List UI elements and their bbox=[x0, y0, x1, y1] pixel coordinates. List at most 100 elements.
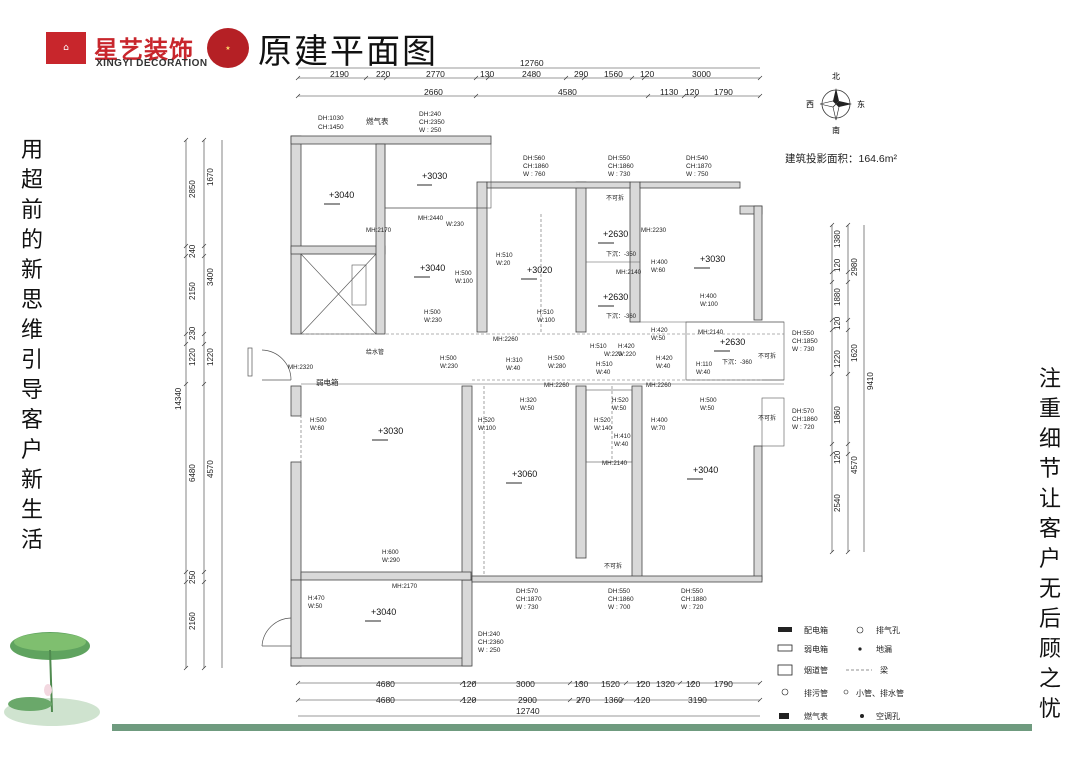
dimension-tick bbox=[183, 569, 189, 575]
dim-right: 120 bbox=[833, 316, 842, 330]
flue-icon bbox=[777, 664, 793, 676]
dimension-tick bbox=[829, 549, 835, 555]
not-removable-label: 不可拆 bbox=[604, 562, 622, 570]
dim-left2: 3400 bbox=[206, 268, 215, 286]
svg-text:烟道管: 烟道管 bbox=[804, 665, 828, 675]
dim-left2: 1220 bbox=[206, 348, 215, 366]
dim-top2: 4580 bbox=[558, 87, 577, 97]
dimension-tick bbox=[757, 75, 763, 81]
dimension-tick bbox=[567, 680, 573, 686]
dim-bottom: 120 bbox=[636, 679, 650, 689]
dim-left: 6480 bbox=[188, 464, 197, 482]
dimension-tick bbox=[183, 243, 189, 249]
window-dh: DH:550 bbox=[608, 155, 630, 162]
svg-text:W:230: W:230 bbox=[424, 317, 442, 324]
dim-top: 220 bbox=[376, 69, 390, 79]
svg-text:H:510: H:510 bbox=[596, 361, 613, 368]
svg-text:H:500: H:500 bbox=[700, 397, 717, 404]
compass-icon: 北 南 西 东 bbox=[806, 72, 865, 135]
not-removable-label: 不可拆 bbox=[606, 194, 624, 202]
dimension-tick bbox=[757, 680, 763, 686]
dim-top-total: 12760 bbox=[520, 58, 544, 68]
dimension-tick bbox=[201, 665, 207, 671]
svg-text:排污管: 排污管 bbox=[804, 688, 828, 698]
dimension-tick bbox=[295, 93, 301, 99]
compass-north: 北 bbox=[832, 72, 840, 81]
dim-bottom: 3000 bbox=[516, 679, 535, 689]
svg-text:W:100: W:100 bbox=[478, 425, 496, 432]
dimension-tick bbox=[201, 381, 207, 387]
svg-text:W:40: W:40 bbox=[506, 365, 521, 372]
dimension-tick bbox=[473, 93, 479, 99]
compass-south: 南 bbox=[832, 125, 840, 135]
svg-text:W:40: W:40 bbox=[696, 369, 711, 376]
area-label: 建筑投影面积：164.6m² bbox=[785, 153, 898, 165]
window-ch: CH:1860 bbox=[608, 163, 634, 170]
right-slogan: 注重细节让客户无后顾之忧 bbox=[1038, 367, 1061, 722]
window-dh: DH:550 bbox=[792, 330, 814, 337]
dim-right2: 4570 bbox=[850, 456, 859, 474]
dimension-tick bbox=[383, 75, 389, 81]
svg-text:空调孔: 空调孔 bbox=[876, 711, 900, 721]
svg-text:W:50: W:50 bbox=[520, 405, 535, 412]
dimension-tick bbox=[845, 371, 851, 377]
svg-text:W:100: W:100 bbox=[537, 317, 555, 324]
beams bbox=[300, 214, 784, 576]
dimension-tick bbox=[201, 331, 207, 337]
dimension-tick bbox=[829, 269, 835, 275]
floor-drain-icon bbox=[858, 647, 862, 651]
dimension-tick bbox=[577, 680, 583, 686]
dimension-tick bbox=[471, 697, 477, 703]
walls bbox=[290, 135, 763, 667]
dimension-tick bbox=[629, 75, 635, 81]
svg-text:梁: 梁 bbox=[880, 666, 888, 675]
dim-top: 3000 bbox=[692, 69, 711, 79]
dim-right2: 2980 bbox=[850, 258, 859, 276]
svg-text:排气孔: 排气孔 bbox=[876, 625, 900, 635]
dimension-tick bbox=[757, 697, 763, 703]
drop-label: 下沉：-350 bbox=[606, 250, 637, 258]
dimension-tick bbox=[183, 665, 189, 671]
distribution-box-icon bbox=[778, 627, 792, 632]
svg-text:W:70: W:70 bbox=[651, 425, 666, 432]
left-slogan: 用超前的新思维引导客户新生活 bbox=[20, 138, 43, 553]
level-label: +3060 bbox=[512, 469, 537, 479]
dimension-tick bbox=[201, 579, 207, 585]
dimension-tick bbox=[183, 137, 189, 143]
award-seal-icon: ★ bbox=[207, 28, 249, 68]
drop-label: 下沉：-360 bbox=[606, 312, 637, 320]
ac-hole-icon bbox=[860, 714, 864, 718]
exhaust-hole-icon bbox=[856, 626, 864, 634]
dimension-tick bbox=[295, 680, 301, 686]
dim-right: 1880 bbox=[833, 288, 842, 306]
dimension-tick bbox=[689, 680, 695, 686]
dimension-tick bbox=[829, 451, 835, 457]
dim-right2: 1620 bbox=[850, 344, 859, 362]
dim-left: 2160 bbox=[188, 612, 197, 630]
right-dimensions: 1380 120 1880 120 1220 1860 120 2540 298… bbox=[833, 230, 875, 512]
drop-label: 下沉：-360 bbox=[722, 358, 753, 366]
dim-left: 240 bbox=[188, 244, 197, 258]
dim-bottom2: 120 bbox=[636, 695, 650, 705]
gas-meter-icon bbox=[779, 713, 789, 719]
window-ch: CH:1880 bbox=[681, 596, 707, 603]
dim-right: 2540 bbox=[833, 494, 842, 512]
dim-left2: 1670 bbox=[206, 168, 215, 186]
svg-text:H:520: H:520 bbox=[594, 417, 611, 424]
window-w: W : 760 bbox=[523, 171, 546, 178]
lotus-decoration bbox=[4, 632, 100, 726]
svg-text:H:520: H:520 bbox=[612, 397, 629, 404]
top-dimensions: 12760 2190 220 2770 130 2480 290 1560 12… bbox=[330, 58, 733, 97]
dimension-tick bbox=[459, 697, 465, 703]
brand-name: 星艺装饰 bbox=[94, 36, 194, 64]
window-w: W : 730 bbox=[516, 604, 539, 611]
svg-text:W:60: W:60 bbox=[310, 425, 325, 432]
svg-text:W:220: W:220 bbox=[604, 351, 622, 358]
svg-text:H:110: H:110 bbox=[696, 361, 713, 368]
dimension-tick bbox=[757, 93, 763, 99]
svg-text:H:400: H:400 bbox=[651, 259, 668, 266]
dimension-tick bbox=[845, 441, 851, 447]
window-dh: DH:550 bbox=[681, 588, 703, 595]
dim-left: 230 bbox=[188, 326, 197, 340]
